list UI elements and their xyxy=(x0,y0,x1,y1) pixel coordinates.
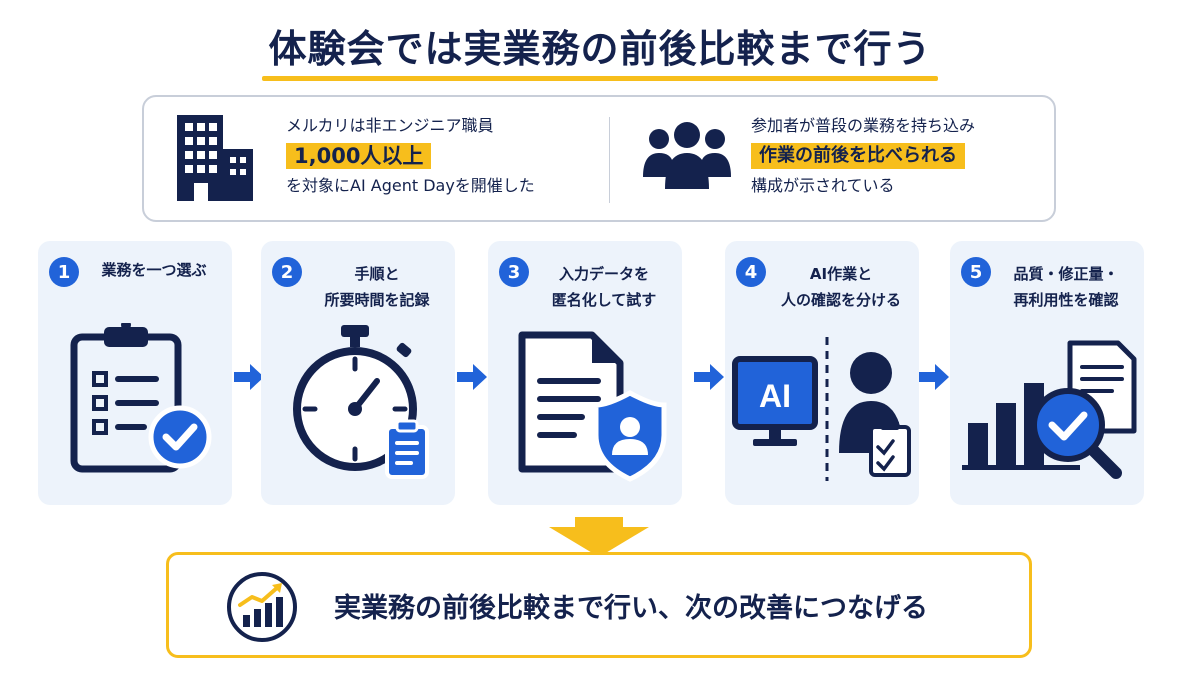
document-shield-icon xyxy=(488,323,682,493)
before-after-highlight: 作業の前後を比べられる xyxy=(751,143,965,169)
step-header: 1 業務を一つ選ぶ xyxy=(38,253,232,313)
growth-chart-icon xyxy=(226,571,298,647)
step-header: 2 手順と 所要時間を記録 xyxy=(261,253,455,313)
step-label: 手順と 所要時間を記録 xyxy=(305,261,449,313)
step-header: 3 入力データを 匿名化して試す xyxy=(488,253,682,313)
step-label-line1: 品質・修正量・ xyxy=(1013,265,1119,283)
step-label-line1: 手順と xyxy=(354,265,400,283)
participant-count-highlight: 1,000人以上 xyxy=(286,143,432,169)
step-label-line1: 業務を一つ選ぶ xyxy=(101,261,207,279)
arrow-right-icon xyxy=(917,362,951,392)
info-divider xyxy=(609,117,610,203)
step-card-5: 5 品質・修正量・ 再利用性を確認 xyxy=(950,241,1144,505)
step-label: AI作業と 人の確認を分ける xyxy=(769,261,913,313)
step-card-1: 1 業務を一つ選ぶ xyxy=(38,241,232,505)
info-left-line1: メルカリは非エンジニア職員 xyxy=(286,116,494,135)
step-number-badge: 3 xyxy=(499,257,529,287)
step-label-line2: 所要時間を記録 xyxy=(324,291,430,309)
conclusion-box: 実業務の前後比較まで行い、次の改善につなげる xyxy=(166,552,1032,658)
ai-label: AI xyxy=(759,378,791,414)
step-label-line2: 匿名化して試す xyxy=(551,291,657,309)
info-right-text: 参加者が普段の業務を持ち込み 作業の前後を比べられる 構成が示されている xyxy=(751,115,1051,197)
step-number-badge: 2 xyxy=(272,257,302,287)
info-box: メルカリは非エンジニア職員 1,000人以上 を対象にAI Agent Dayを… xyxy=(142,95,1056,222)
info-right-line3: 構成が示されている xyxy=(751,176,895,195)
info-right-line1: 参加者が普段の業務を持ち込み xyxy=(751,116,976,135)
step-number-badge: 1 xyxy=(49,257,79,287)
step-header: 4 AI作業と 人の確認を分ける xyxy=(725,253,919,313)
arrow-right-icon xyxy=(232,362,266,392)
page-title: 体験会では実業務の前後比較まで行う xyxy=(268,27,932,71)
conclusion-text: 実業務の前後比較まで行い、次の改善につなげる xyxy=(334,592,928,624)
step-number-badge: 5 xyxy=(961,257,991,287)
chart-magnifier-icon xyxy=(950,323,1144,493)
arrow-right-icon xyxy=(692,362,726,392)
stopwatch-icon xyxy=(261,323,455,493)
step-label: 品質・修正量・ 再利用性を確認 xyxy=(994,261,1138,313)
info-left-text: メルカリは非エンジニア職員 1,000人以上 を対象にAI Agent Dayを… xyxy=(286,115,606,197)
ai-monitor-person-icon: AI xyxy=(725,323,919,493)
checklist-clipboard-icon xyxy=(38,320,232,493)
step-header: 5 品質・修正量・ 再利用性を確認 xyxy=(950,253,1144,313)
arrow-down-icon xyxy=(549,517,649,561)
step-card-4: 4 AI作業と 人の確認を分ける AI xyxy=(725,241,919,505)
step-label: 入力データを 匿名化して試す xyxy=(532,261,676,313)
step-label: 業務を一つ選ぶ xyxy=(82,257,226,283)
step-label-line2: 人の確認を分ける xyxy=(780,291,901,309)
arrow-right-icon xyxy=(455,362,489,392)
building-icon xyxy=(172,109,262,213)
people-group-icon xyxy=(641,119,733,199)
step-label-line1: AI作業と xyxy=(809,265,873,283)
step-number-badge: 4 xyxy=(736,257,766,287)
step-card-2: 2 手順と 所要時間を記録 xyxy=(261,241,455,505)
title-underline xyxy=(262,76,938,81)
step-label-line1: 入力データを xyxy=(558,265,649,283)
step-card-3: 3 入力データを 匿名化して試す xyxy=(488,241,682,505)
step-label-line2: 再利用性を確認 xyxy=(1013,291,1119,309)
info-left-line3: を対象にAI Agent Dayを開催した xyxy=(286,176,535,195)
